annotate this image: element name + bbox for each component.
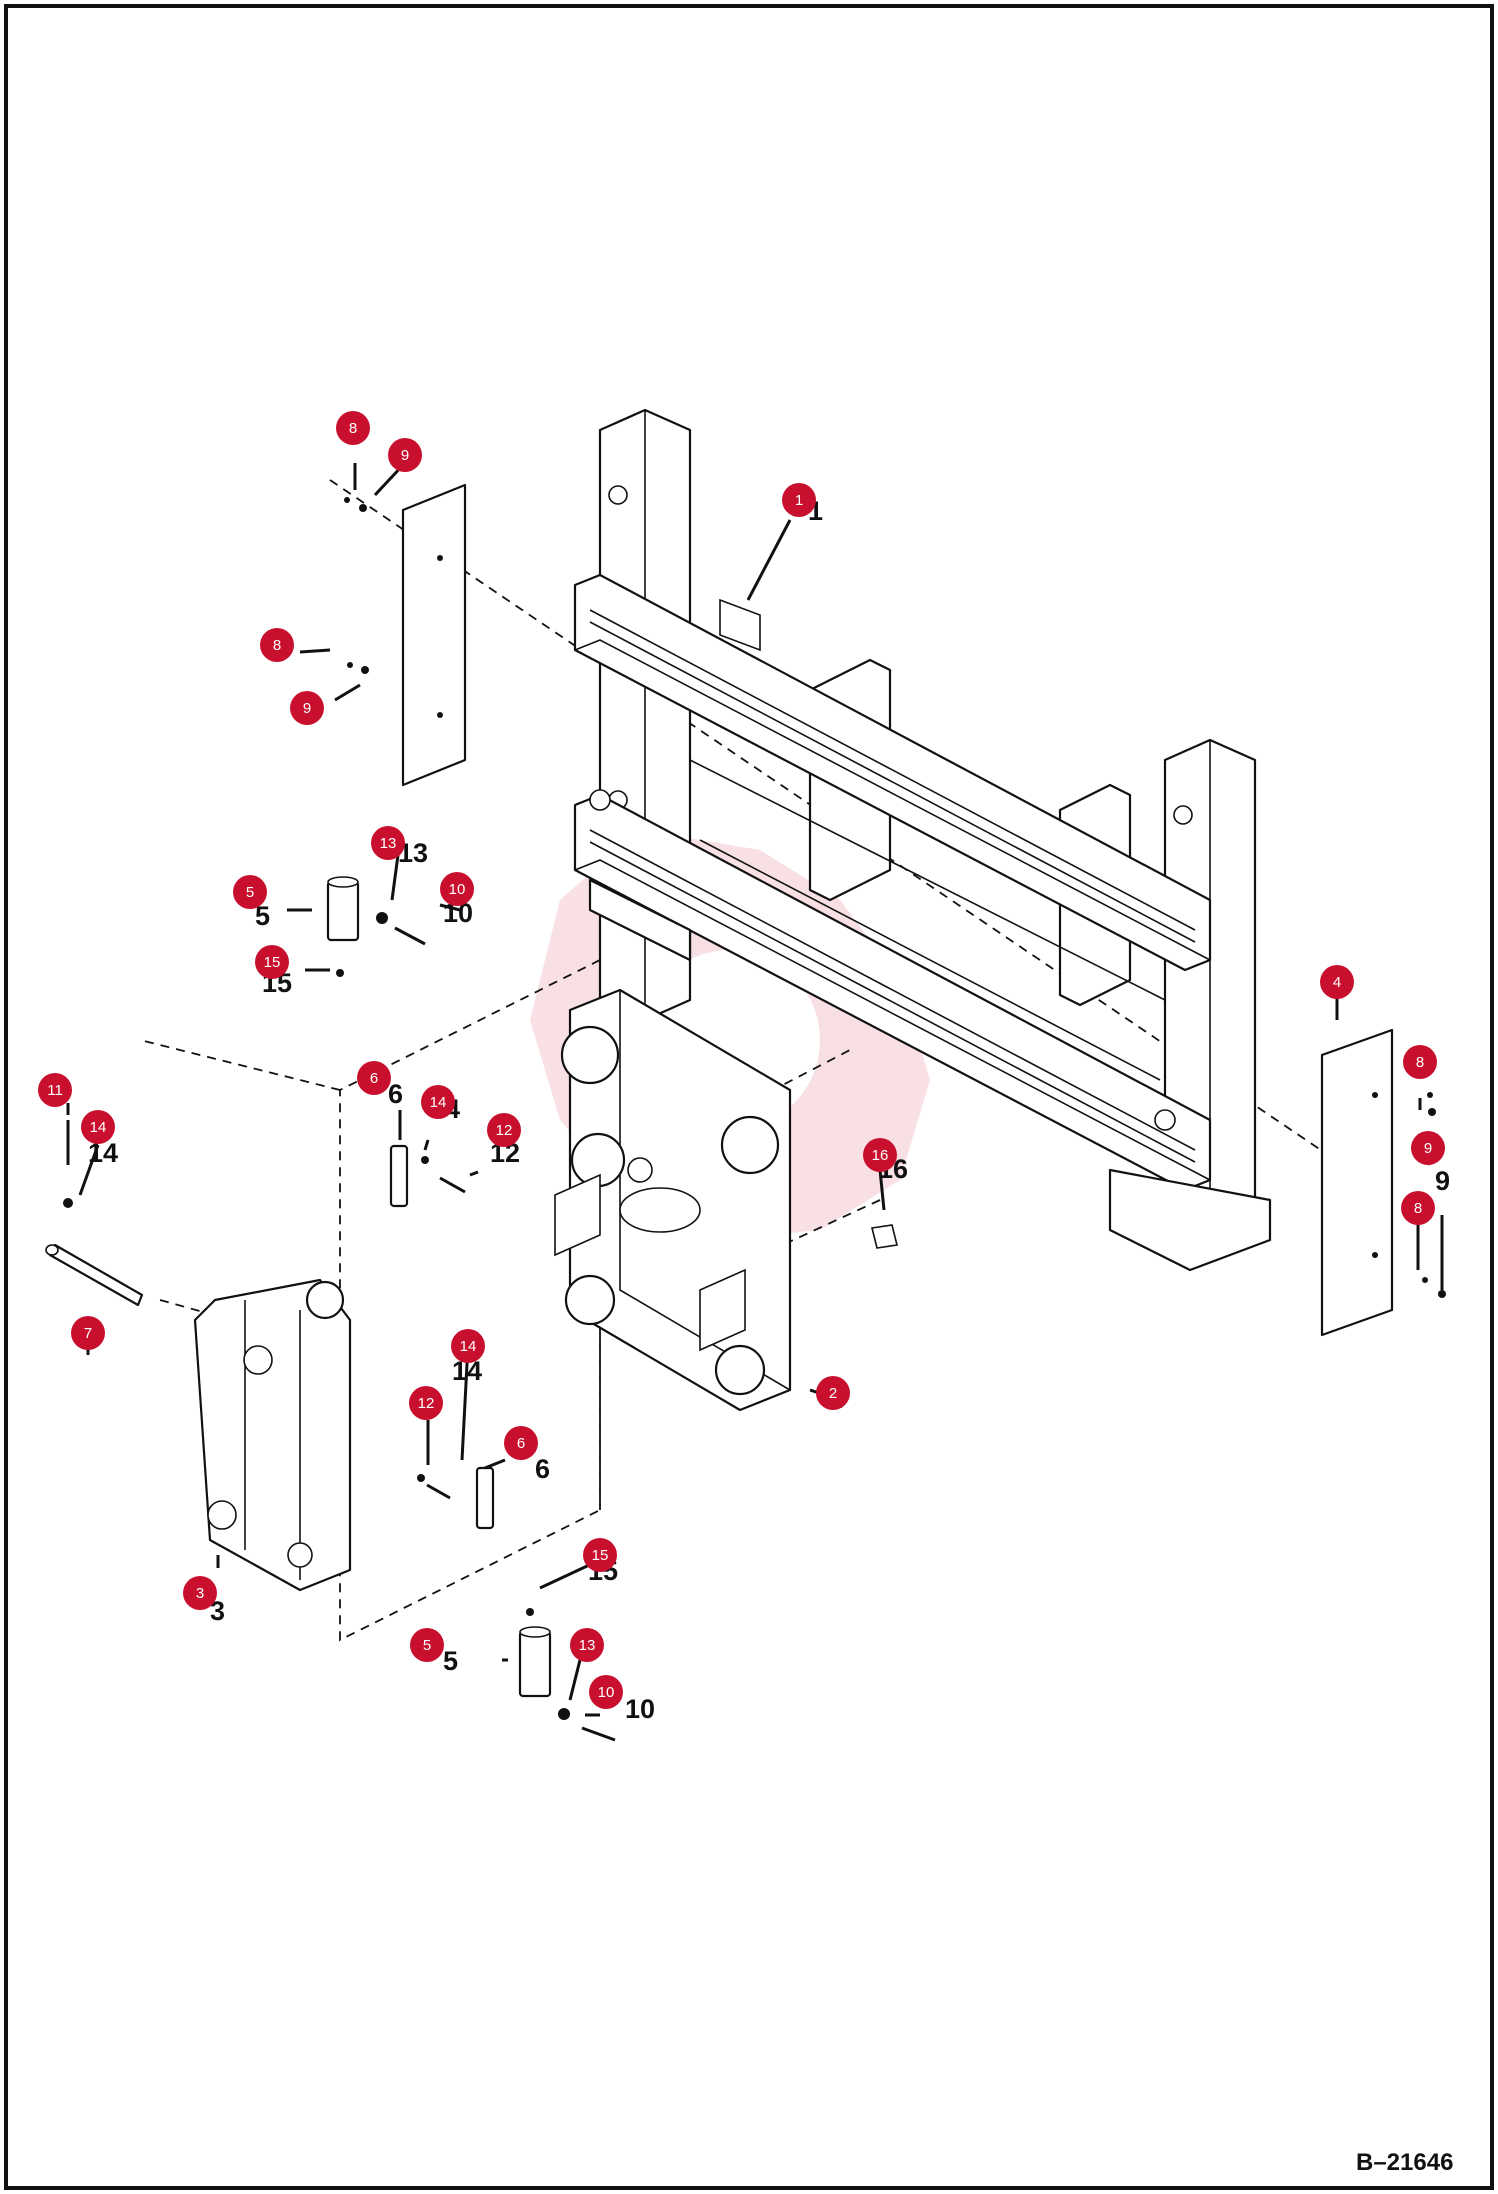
callout-1: 1	[782, 483, 816, 517]
page-border	[4, 4, 1494, 2190]
callout-15-upper: 15	[255, 945, 289, 979]
callout-14-lower: 14	[451, 1329, 485, 1363]
callout-5-upper: 5	[233, 875, 267, 909]
svg-text:10: 10	[449, 881, 466, 898]
svg-text:5: 5	[246, 884, 254, 901]
callout-6-lower: 6	[504, 1426, 538, 1460]
main-frame-part	[573, 408, 1272, 1272]
svg-text:13: 13	[579, 1637, 596, 1654]
callout-9-right: 9	[1411, 1131, 1445, 1165]
callout-8-right-upper: 8	[1403, 1045, 1437, 1079]
svg-text:8: 8	[273, 637, 281, 654]
svg-text:14: 14	[90, 1119, 107, 1136]
pin-upper	[389, 1144, 409, 1208]
plain-label-3: 3	[210, 1596, 225, 1626]
callout-8-right-lower: 8	[1401, 1191, 1435, 1225]
callout-badges: 1 2 3 4 5 5 6 6 7 8 8 8 8 9 9 9	[38, 411, 1445, 1709]
bushing-lower	[518, 1626, 552, 1698]
swing-bracket-part	[193, 1278, 352, 1592]
callout-8-top: 8	[336, 411, 370, 445]
svg-text:6: 6	[370, 1070, 378, 1087]
callout-10-lower: 10	[589, 1675, 623, 1709]
callout-12-upper: 12	[487, 1113, 521, 1147]
plain-label-10-lower: 10	[625, 1694, 655, 1724]
callout-12-lower: 12	[409, 1386, 443, 1420]
plain-label-6-lower: 6	[535, 1454, 550, 1484]
callout-13-upper: 13	[371, 826, 405, 860]
plain-label-5-upper: 5	[255, 901, 270, 931]
carriage-part	[554, 988, 792, 1412]
long-pin-part	[45, 1243, 144, 1307]
bushing-upper	[326, 876, 360, 942]
callout-10-upper: 10	[440, 872, 474, 906]
plain-label-6-upper: 6	[388, 1079, 403, 1109]
svg-text:11: 11	[47, 1082, 63, 1099]
svg-text:16: 16	[872, 1147, 889, 1164]
svg-text:9: 9	[303, 700, 311, 717]
document-id: B–21646	[1356, 2149, 1453, 2176]
svg-text:13: 13	[380, 835, 397, 852]
svg-text:4: 4	[1333, 974, 1341, 991]
callout-11: 11	[38, 1073, 72, 1107]
svg-text:12: 12	[496, 1122, 513, 1139]
callout-4: 4	[1320, 965, 1354, 999]
svg-text:1: 1	[795, 492, 803, 509]
callout-14-mid: 14	[421, 1085, 455, 1119]
side-plate-right	[1320, 1028, 1394, 1337]
svg-text:10: 10	[598, 1684, 615, 1701]
leader-lines	[66, 463, 1434, 1717]
svg-text:14: 14	[430, 1094, 447, 1111]
svg-text:15: 15	[264, 954, 281, 971]
pin-lower	[475, 1466, 495, 1530]
svg-text:15: 15	[592, 1547, 609, 1564]
callout-13-lower: 13	[570, 1628, 604, 1662]
callout-8-mid: 8	[260, 628, 294, 662]
side-plate-left	[401, 483, 467, 787]
callout-15-lower: 15	[583, 1538, 617, 1572]
svg-text:9: 9	[1424, 1140, 1432, 1157]
plain-label-9: 9	[1435, 1166, 1450, 1196]
svg-text:5: 5	[423, 1637, 431, 1654]
callout-2: 2	[816, 1376, 850, 1410]
callout-9-mid: 9	[290, 691, 324, 725]
svg-text:8: 8	[349, 420, 357, 437]
svg-text:2: 2	[829, 1385, 837, 1402]
svg-text:6: 6	[517, 1435, 525, 1452]
svg-text:14: 14	[460, 1338, 477, 1355]
svg-text:3: 3	[196, 1585, 204, 1602]
svg-text:8: 8	[1416, 1054, 1424, 1071]
callout-16: 16	[863, 1138, 897, 1172]
callout-9-top: 9	[388, 438, 422, 472]
svg-text:9: 9	[401, 447, 409, 464]
svg-text:7: 7	[84, 1325, 92, 1342]
callout-7: 7	[71, 1316, 105, 1350]
svg-text:8: 8	[1414, 1200, 1422, 1217]
callout-5-lower: 5	[410, 1628, 444, 1662]
hardware-bolts	[63, 497, 1446, 1742]
plain-label-5-lower: 5	[443, 1646, 458, 1676]
svg-text:12: 12	[418, 1395, 435, 1412]
callout-6-upper: 6	[357, 1061, 391, 1095]
callout-14-left: 14	[81, 1110, 115, 1144]
callout-3: 3	[183, 1576, 217, 1610]
